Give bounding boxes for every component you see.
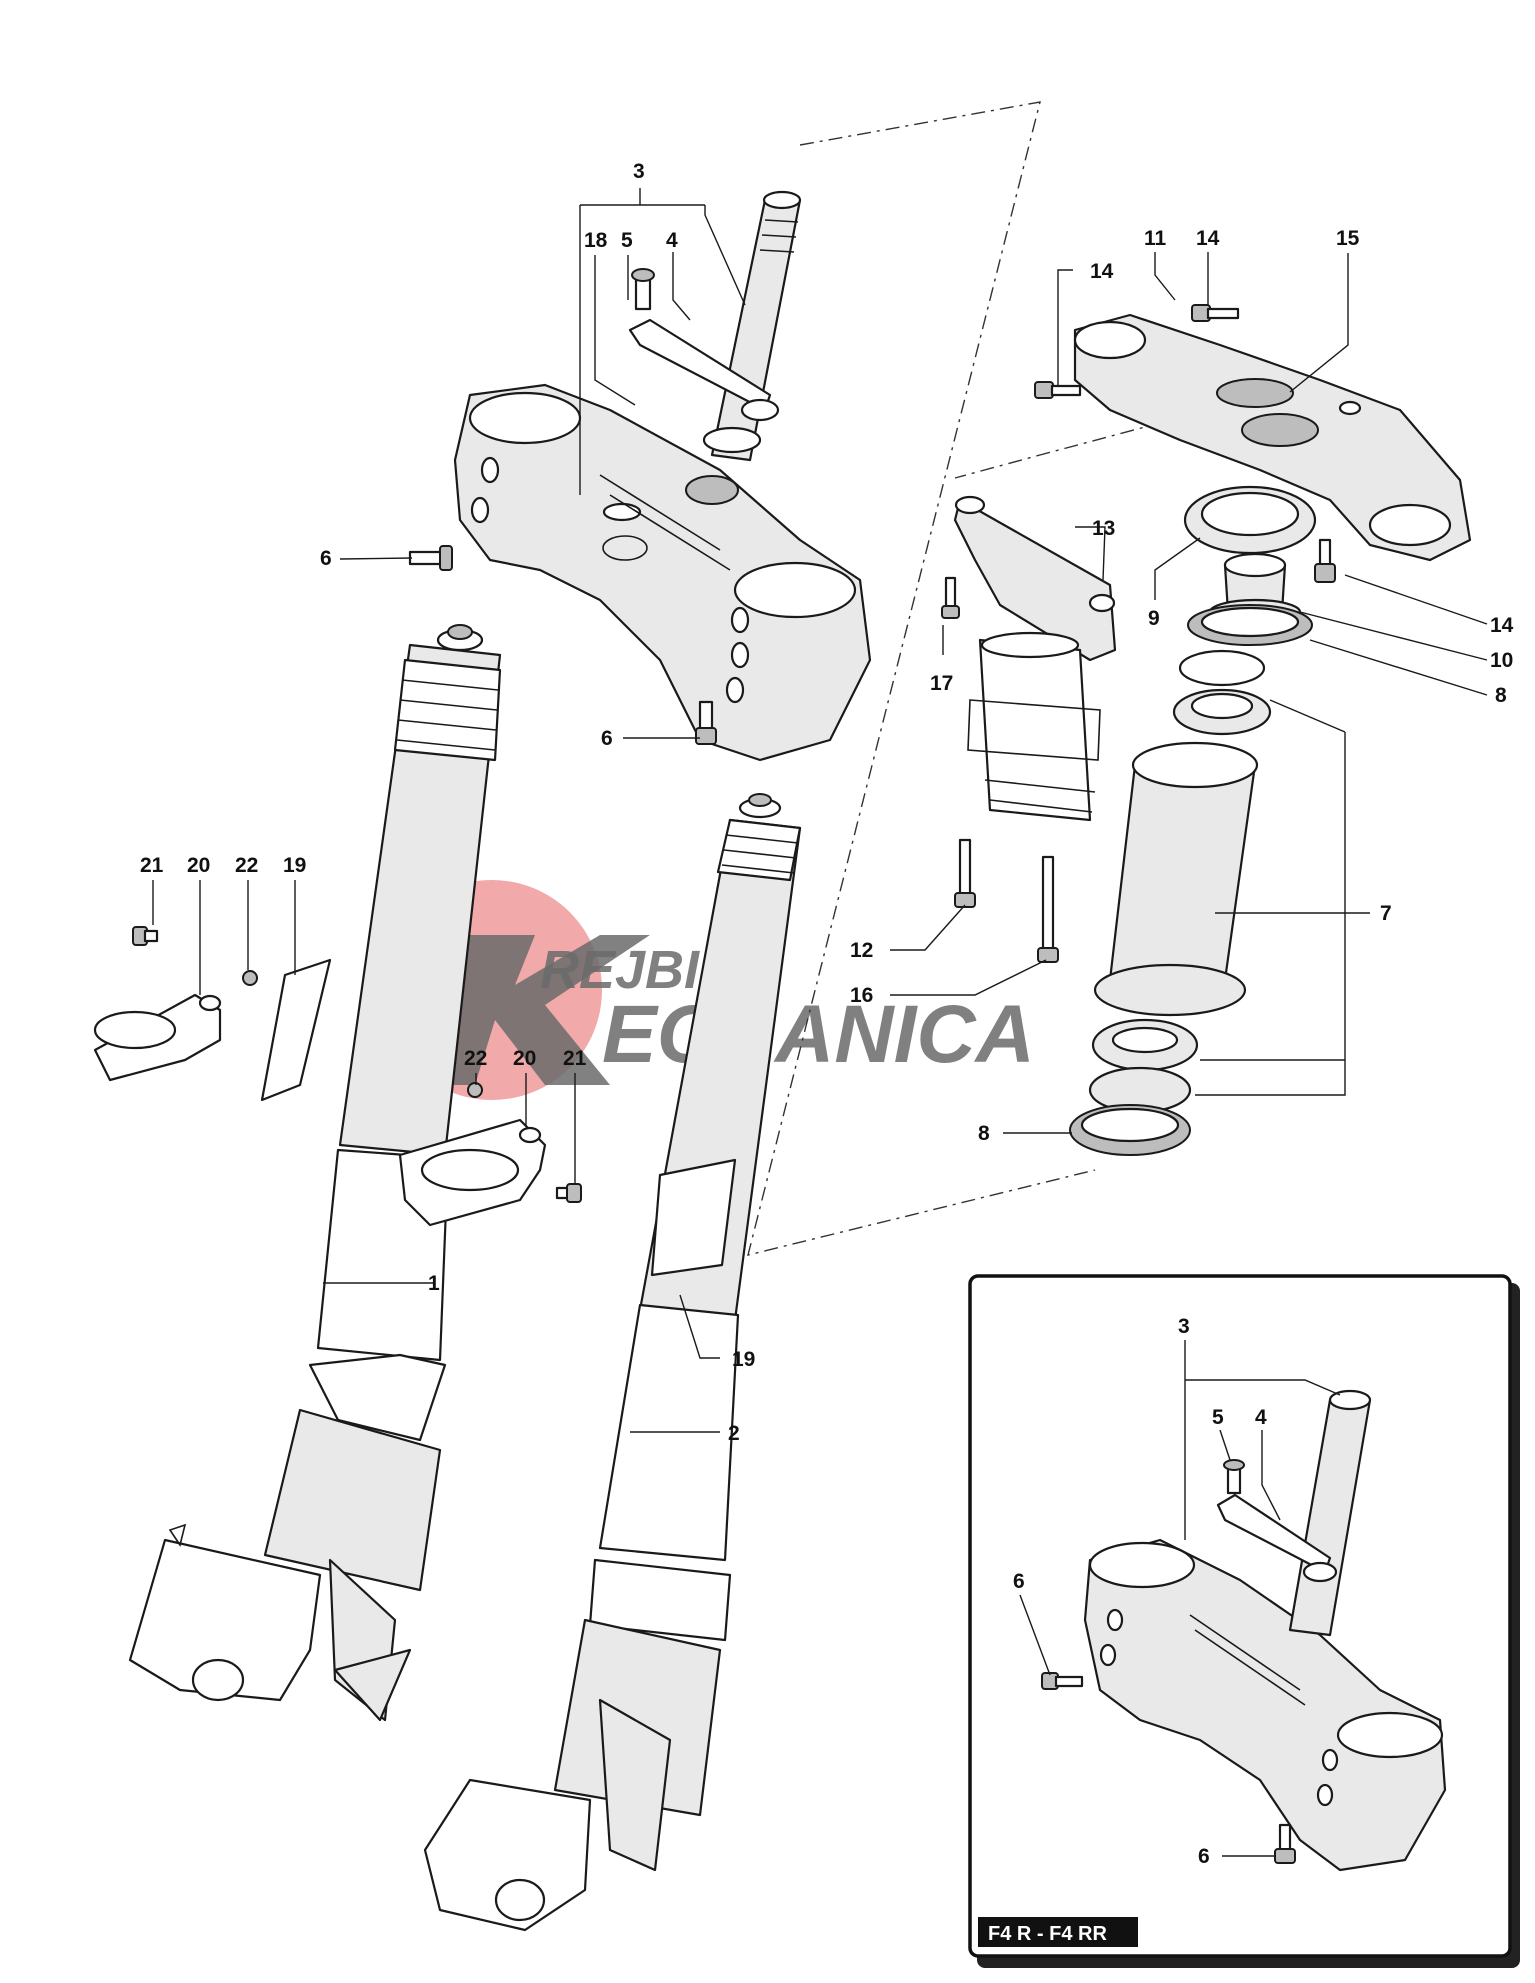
callout-20-left: 20 bbox=[187, 854, 210, 877]
inset-caption-box bbox=[978, 1917, 1138, 1947]
bolt-14-a bbox=[1034, 381, 1082, 399]
callout-21-left: 21 bbox=[140, 854, 164, 877]
callout-6-lower: 6 bbox=[601, 727, 613, 750]
clamp-20-left bbox=[93, 993, 222, 1082]
inset-callout-6-upper: 6 bbox=[1013, 1570, 1025, 1593]
callout-19-right: 19 bbox=[732, 1348, 755, 1371]
callout-14-right: 14 bbox=[1490, 614, 1514, 637]
callout-14-left: 14 bbox=[1090, 260, 1114, 283]
inset-box: F4 R - F4 RR bbox=[968, 1274, 1520, 1968]
inset-callout-3: 3 bbox=[1178, 1315, 1190, 1338]
callout-7: 7 bbox=[1380, 902, 1392, 925]
callout-9: 9 bbox=[1148, 607, 1160, 630]
callout-15: 15 bbox=[1336, 227, 1360, 250]
sleeve-19-right bbox=[650, 1158, 737, 1277]
callout-8-lower: 8 bbox=[978, 1122, 990, 1145]
inset-callout-5: 5 bbox=[1212, 1406, 1224, 1429]
bolt-17 bbox=[941, 576, 960, 619]
assembly-dash-line-upper bbox=[954, 414, 1191, 479]
callout-18: 18 bbox=[584, 229, 608, 252]
callout-20-center: 20 bbox=[513, 1047, 536, 1070]
bolt-21-left bbox=[132, 926, 159, 946]
callout-19-left: 19 bbox=[283, 854, 306, 877]
top-clamp-11 bbox=[1073, 313, 1472, 562]
callout-11: 11 bbox=[1144, 227, 1167, 250]
callout-17: 17 bbox=[930, 672, 953, 695]
leader-lines bbox=[152, 188, 1488, 1433]
callout-8-upper: 8 bbox=[1495, 684, 1507, 707]
watermark-k-letter bbox=[410, 935, 650, 1085]
bearing-lower bbox=[1088, 1018, 1199, 1114]
bolt-16 bbox=[1037, 855, 1059, 963]
damper-unit bbox=[967, 631, 1101, 822]
seal-8-lower bbox=[1069, 1104, 1191, 1156]
callout-1: 1 bbox=[428, 1272, 440, 1295]
callout-16: 16 bbox=[850, 984, 873, 1007]
callout-10: 10 bbox=[1490, 649, 1513, 672]
callout-5: 5 bbox=[621, 229, 633, 252]
inset-callout-6-lower: 6 bbox=[1198, 1845, 1210, 1868]
callout-12: 12 bbox=[850, 939, 873, 962]
callout-labels: 1 2 3 4 5 6 6 7 8 8 9 10 11 12 13 14 14 … bbox=[140, 160, 1514, 1868]
ring-9 bbox=[1183, 485, 1317, 555]
callout-13: 13 bbox=[1092, 517, 1115, 540]
callout-4: 4 bbox=[666, 229, 678, 252]
bolt-21-center bbox=[555, 1183, 582, 1203]
bracket-4 bbox=[628, 318, 780, 422]
lower-triple-clamp bbox=[453, 383, 872, 762]
bolt-12 bbox=[954, 838, 976, 908]
head-tube-7 bbox=[1093, 741, 1259, 1017]
callout-21-center: 21 bbox=[563, 1047, 587, 1070]
bearing-upper bbox=[1172, 649, 1272, 736]
clamp-20-center bbox=[398, 1118, 547, 1227]
bolt-14-c bbox=[1314, 538, 1336, 583]
inset-callout-4: 4 bbox=[1255, 1406, 1267, 1429]
callout-14-top: 14 bbox=[1196, 227, 1220, 250]
inset-caption: F4 R - F4 RR bbox=[988, 1923, 1107, 1945]
callout-22-center: 22 bbox=[464, 1047, 487, 1070]
seal-8-upper bbox=[1187, 604, 1313, 646]
nut-22-center bbox=[467, 1082, 483, 1098]
callout-6-upper: 6 bbox=[320, 547, 332, 570]
sleeve-19-left bbox=[260, 958, 332, 1102]
bolt-14-b bbox=[1191, 304, 1240, 322]
bolt-6-upper bbox=[408, 545, 453, 571]
bolt-6-lower bbox=[695, 700, 717, 745]
bolt-5 bbox=[631, 268, 655, 311]
watermark-line2: ECCANICA bbox=[602, 989, 1035, 1080]
assembly-dash-line bbox=[747, 101, 1096, 1256]
nut-22-left bbox=[242, 970, 258, 986]
callout-3: 3 bbox=[633, 160, 645, 183]
callout-2: 2 bbox=[728, 1422, 740, 1445]
callout-22-left: 22 bbox=[235, 854, 258, 877]
